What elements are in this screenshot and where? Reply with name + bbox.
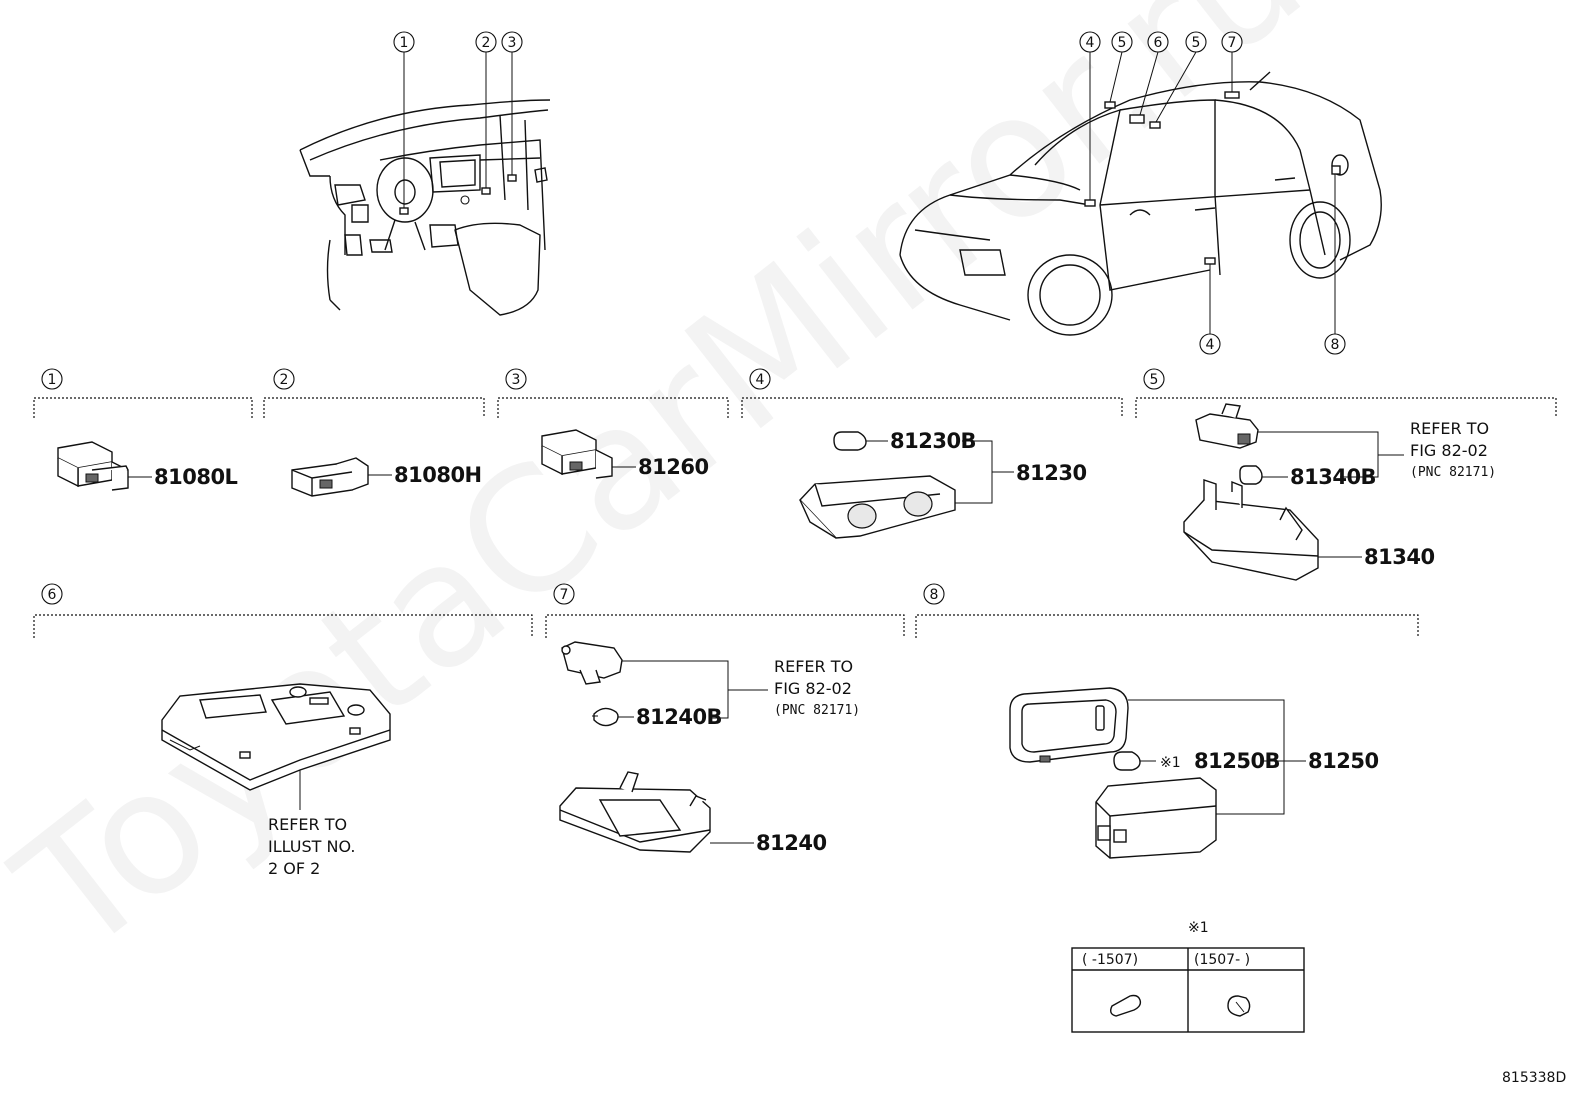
callout-8-car: 8	[1324, 333, 1346, 355]
refer-illust-line1: REFER TO	[268, 815, 347, 834]
svg-text:2: 2	[482, 35, 491, 51]
callout-2-top: 2	[475, 31, 497, 53]
bulb-81230b-part	[833, 431, 867, 451]
lamp-81240-part	[559, 771, 711, 853]
bulb-81250b-part	[1113, 751, 1141, 771]
refer-to-5-line3: (PNC 82171)	[1410, 465, 1496, 480]
svg-text:4: 4	[1206, 337, 1215, 353]
lamp-81340-part	[1183, 479, 1319, 581]
callout-3-top: 3	[501, 31, 523, 53]
part-81340-label[interactable]: 81340	[1364, 545, 1435, 569]
bulb-81340b-part	[1239, 465, 1263, 485]
svg-text:4: 4	[756, 372, 765, 388]
callout-5-car-a: 5	[1111, 31, 1133, 53]
callout-6-car: 6	[1147, 31, 1169, 53]
leader-5a	[1109, 51, 1123, 103]
diagram-code: 815338D	[1502, 1070, 1566, 1086]
svg-text:8: 8	[930, 587, 939, 603]
callout-7-car: 7	[1221, 31, 1243, 53]
callout-1-top: 1	[393, 31, 415, 53]
bulb-variant-after-icon	[1227, 995, 1251, 1017]
leader-5b	[1155, 51, 1197, 123]
callout-4-car-bottom: 4	[1199, 333, 1221, 355]
svg-text:5: 5	[1192, 35, 1201, 51]
socket-81240-part	[561, 641, 623, 685]
section-1: 1	[33, 368, 253, 418]
dashboard-illustration	[299, 99, 551, 316]
roof-console-6-part	[161, 683, 391, 791]
svg-text:3: 3	[508, 35, 517, 51]
refer-illust-line2: ILLUST NO.	[268, 837, 355, 856]
svg-text:6: 6	[48, 587, 57, 603]
car-illustration	[899, 71, 1382, 336]
switch-81260-part	[541, 429, 613, 479]
lens-81250-part	[1009, 687, 1129, 763]
part-81080l-label[interactable]: 81080L	[154, 465, 238, 489]
part-81240b-label[interactable]: 81240B	[636, 705, 723, 729]
socket-81340-part	[1195, 403, 1259, 449]
refer-to-5-line1: REFER TO	[1410, 419, 1489, 438]
svg-text:8: 8	[1331, 337, 1340, 353]
refer-to-7-line3: (PNC 82171)	[774, 703, 860, 718]
section-5: 5	[1135, 368, 1557, 418]
switch-81080l-part	[57, 441, 129, 491]
svg-text:6: 6	[1154, 35, 1163, 51]
part-81080h-label[interactable]: 81080H	[394, 463, 482, 487]
section-4: 4	[741, 368, 1123, 418]
svg-text:3: 3	[512, 372, 521, 388]
svg-text:1: 1	[48, 372, 57, 388]
part-81240-label[interactable]: 81240	[756, 831, 827, 855]
section-7: 7	[545, 583, 905, 638]
svg-text:1: 1	[400, 35, 409, 51]
section-3: 3	[497, 368, 729, 418]
svg-text:5: 5	[1118, 35, 1127, 51]
section-2: 2	[263, 368, 485, 418]
svg-text:5: 5	[1150, 372, 1159, 388]
lamp-81230-part	[799, 475, 956, 539]
svg-text:7: 7	[560, 587, 569, 603]
callout-4-car-top: 4	[1079, 31, 1101, 53]
callout-5-car-b: 5	[1185, 31, 1207, 53]
bulb-81240b-part	[592, 707, 619, 727]
section-8: 8	[915, 583, 1419, 638]
note-col1: ( -1507)	[1082, 952, 1138, 968]
refer-to-7-line1: REFER TO	[774, 657, 853, 676]
part-81250-label[interactable]: 81250	[1308, 749, 1379, 773]
svg-text:4: 4	[1086, 35, 1095, 51]
note-mark-inline: ※1	[1160, 755, 1181, 771]
bracket-81250	[1128, 699, 1285, 815]
part-81230-label[interactable]: 81230	[1016, 461, 1087, 485]
note-table: ( -1507) (1507- )	[1071, 947, 1305, 1033]
bulb-variant-before-icon	[1109, 994, 1142, 1017]
note-mark: ※1	[1188, 920, 1209, 936]
svg-text:7: 7	[1228, 35, 1237, 51]
part-81260-label[interactable]: 81260	[638, 455, 709, 479]
leader-6	[1139, 51, 1159, 116]
refer-to-5-line2: FIG 82-02	[1410, 441, 1488, 460]
section-6: 6	[33, 583, 533, 638]
note-col2: (1507- )	[1194, 952, 1250, 968]
svg-text:2: 2	[280, 372, 289, 388]
refer-to-7-line2: FIG 82-02	[774, 679, 852, 698]
housing-81250-part	[1095, 777, 1217, 859]
refer-illust-line3: 2 OF 2	[268, 859, 320, 878]
switch-81080h-part	[291, 457, 369, 497]
